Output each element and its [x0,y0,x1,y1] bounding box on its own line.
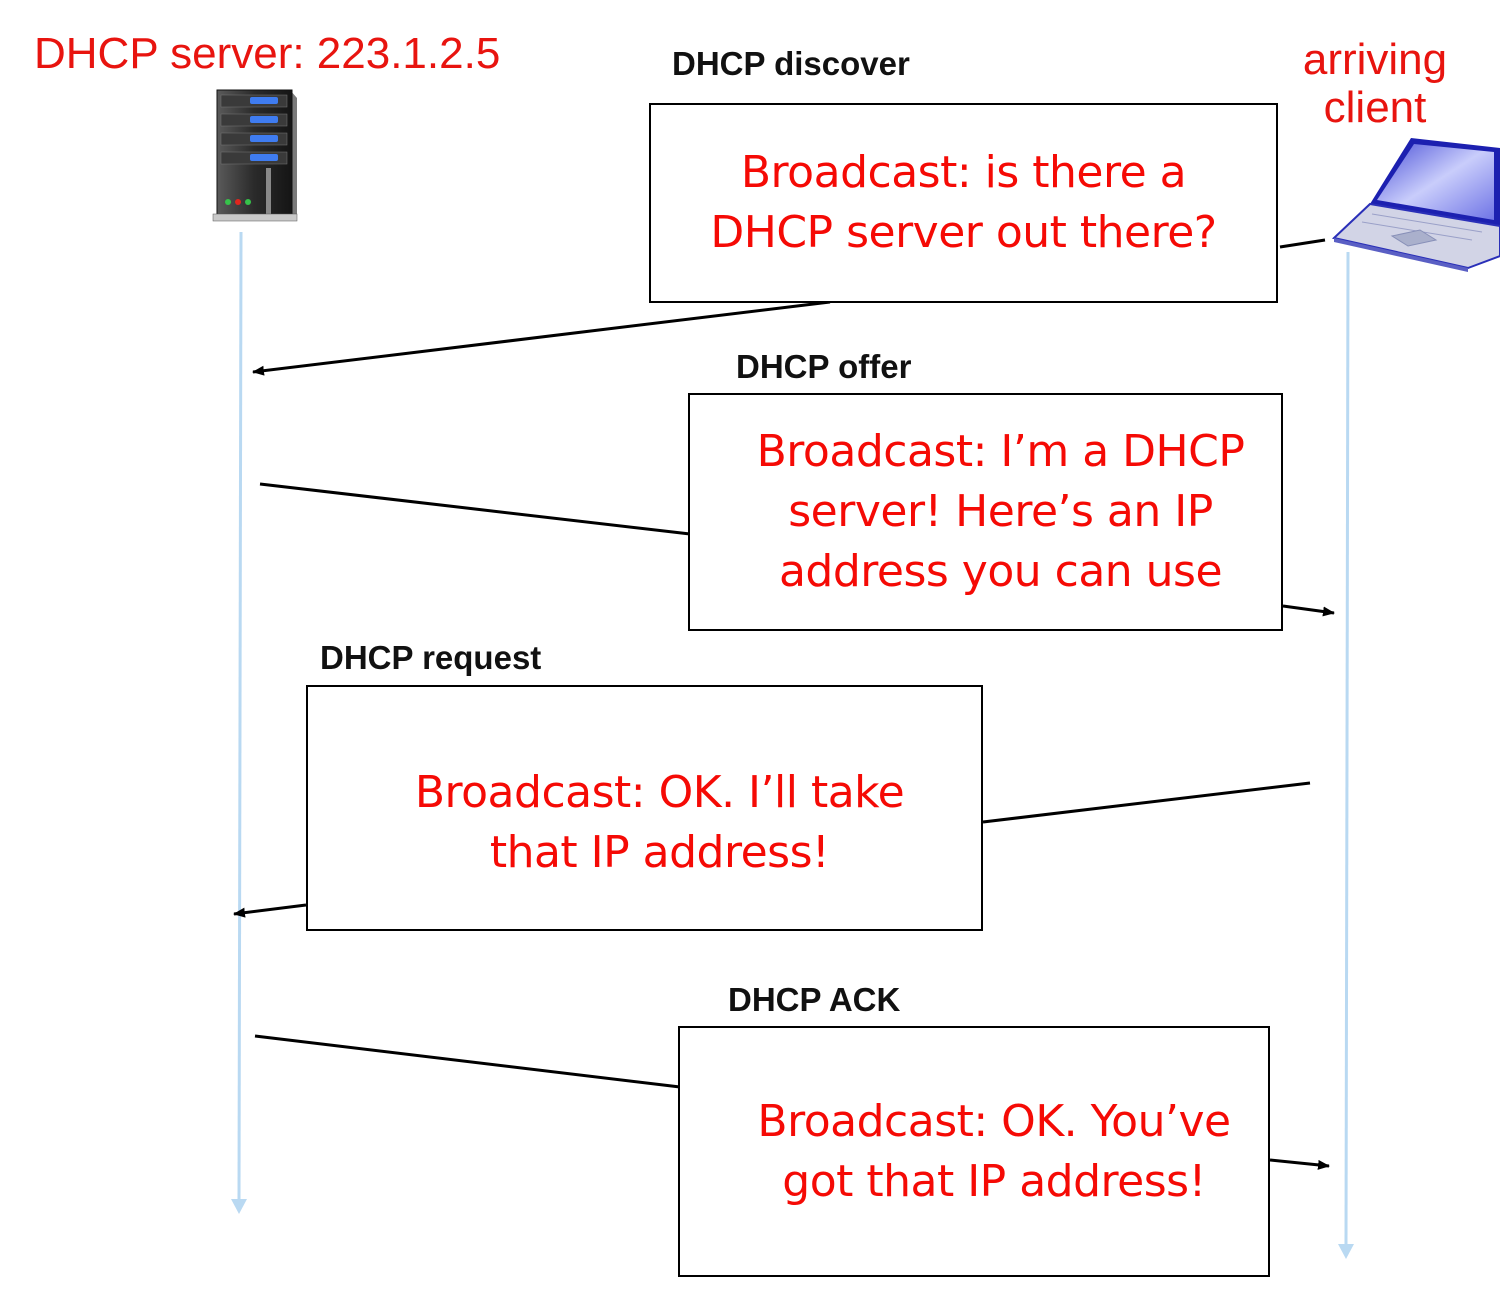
message-line: got that IP address! [782,1155,1206,1207]
discover-arrow [252,238,1326,376]
message-line: Broadcast: OK. You’ve [757,1095,1231,1147]
request-message-box: Broadcast: OK. I’ll take that IP address… [306,685,983,931]
server-timeline [231,231,247,1214]
request-arrow [233,781,1311,918]
message-line: Broadcast: is there a [740,147,1187,198]
message-line: DHCP server out there? [710,207,1217,258]
message-line: Broadcast: I’m a DHCP [756,426,1245,477]
offer-message-name: DHCP offer [736,348,912,385]
message-line: server! Here’s an IP [788,486,1213,537]
ack-message-name: DHCP ACK [728,981,901,1018]
ack-arrow [254,1034,1330,1170]
client-label: arriving client [1302,35,1448,132]
server-tower-icon [212,89,298,222]
request-message-name: DHCP request [320,639,542,676]
offer-message-box: Broadcast: I’m a DHCP server! Here’s an … [688,393,1283,631]
discover-message-box: Broadcast: is there a DHCP server out th… [649,103,1278,303]
discover-message-name: DHCP discover [672,45,910,82]
message-line: address you can use [778,546,1223,597]
server-label: DHCP server: 223.1.2.5 [34,29,501,78]
laptop-icon [1331,138,1500,272]
message-line: that IP address! [489,827,830,878]
message-line: Broadcast: OK. I’ll take [414,767,905,818]
client-timeline [1338,251,1354,1259]
offer-arrow [259,482,1335,617]
ack-message-box: Broadcast: OK. You’ve got that IP addres… [678,1026,1270,1277]
